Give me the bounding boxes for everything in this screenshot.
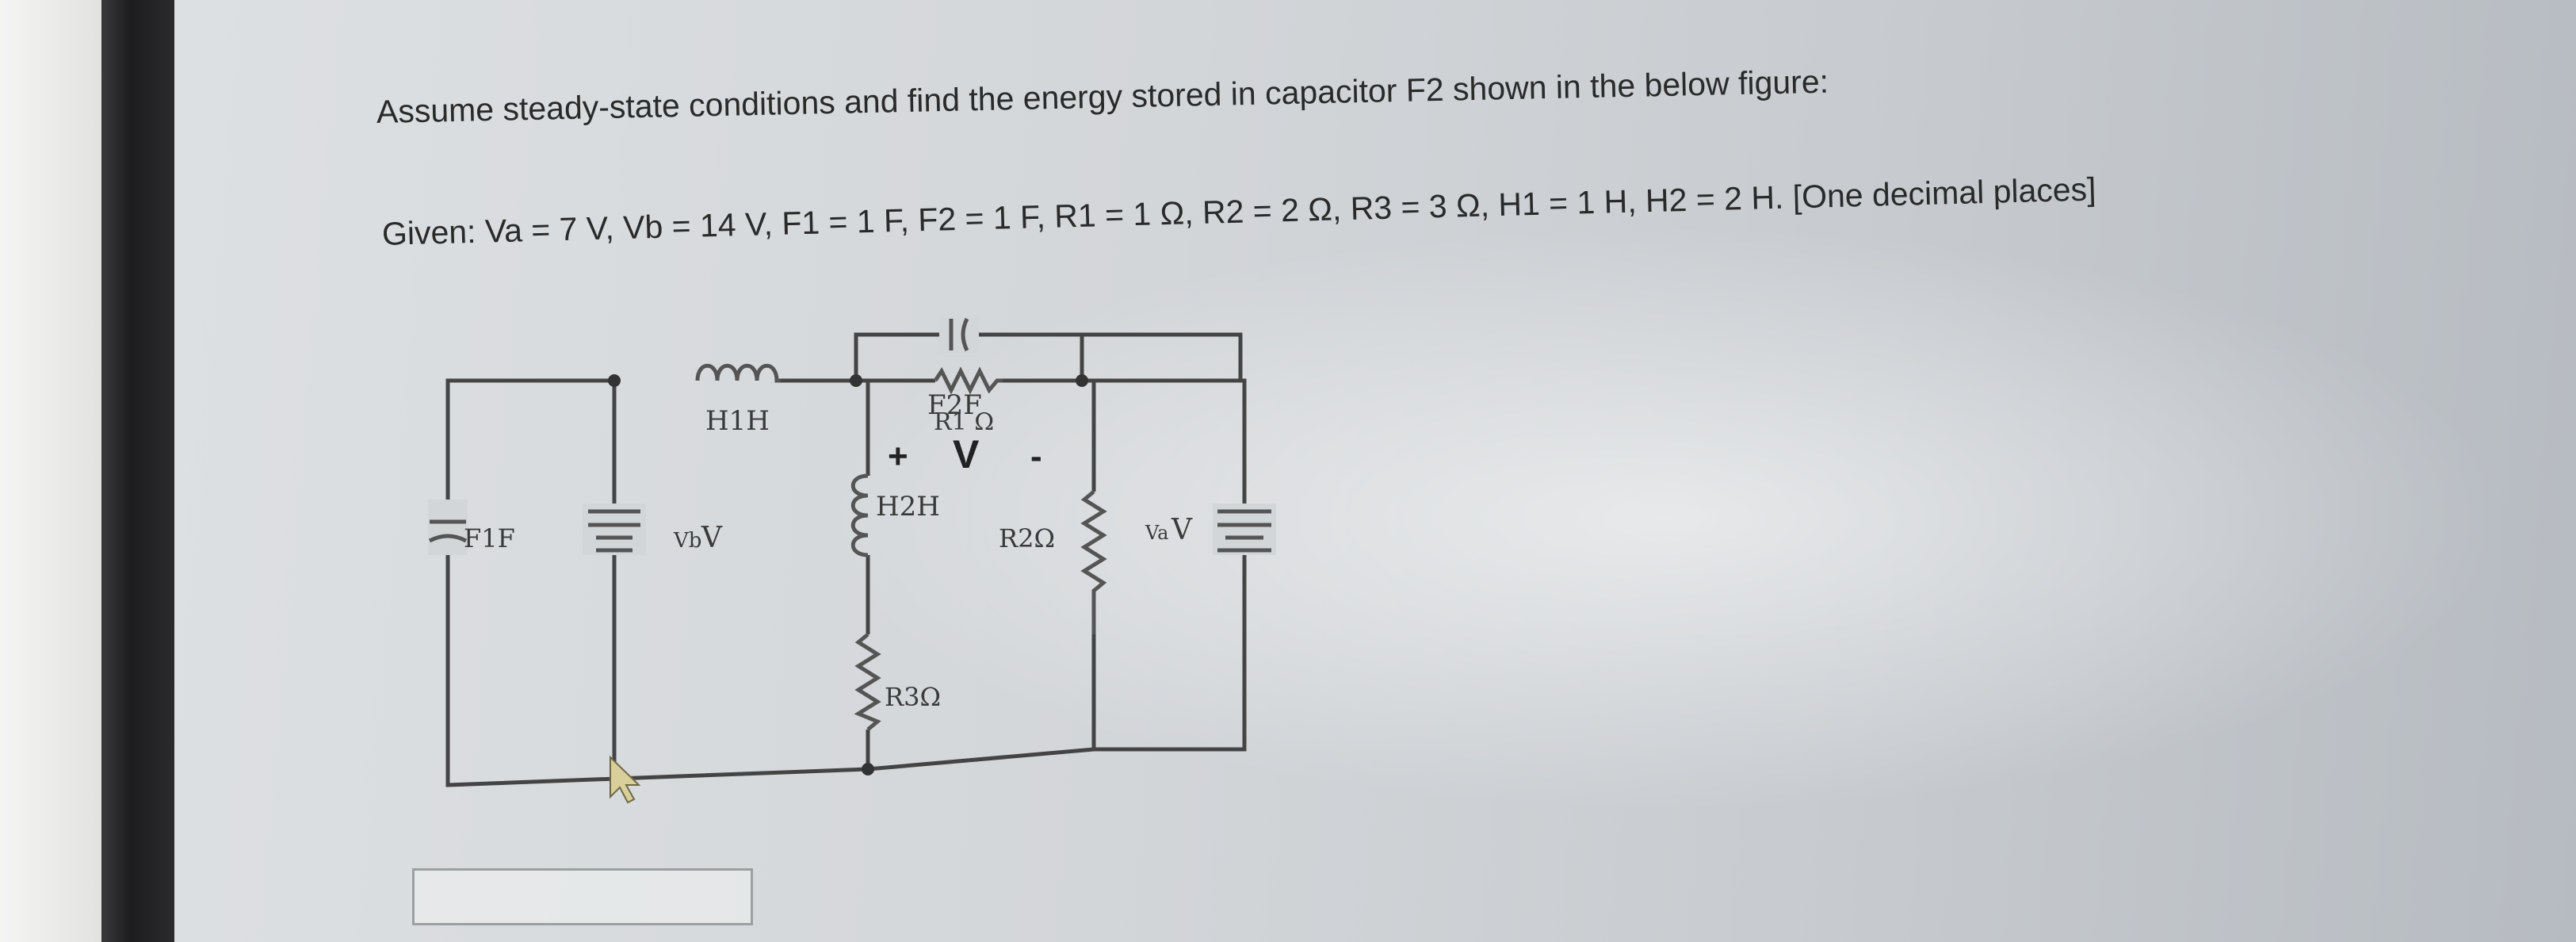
resistor-r1 <box>933 366 1003 395</box>
circuit-wires <box>445 332 1247 787</box>
resistor-r2 <box>1080 490 1107 634</box>
vb-label-unit: V <box>701 522 723 554</box>
answer-input[interactable] <box>412 868 753 925</box>
capacitor-f1 <box>428 500 468 555</box>
battery-va <box>1213 504 1276 555</box>
r3-label: R3Ω <box>885 682 941 712</box>
junction-dots <box>608 374 1088 775</box>
f1-label: F1F <box>464 523 515 553</box>
vb-label-sub: Vb <box>673 529 701 553</box>
r2-label: R2Ω <box>999 523 1055 553</box>
h1-label: H1H <box>705 405 770 437</box>
plus-sign: + <box>888 437 908 476</box>
mouse-cursor-icon <box>610 755 641 804</box>
f2-label: F2F <box>927 389 982 421</box>
circuit-diagram: F2F + V - R1 Ω H1H H2H R3Ω R2Ω F1F Vb V <box>428 317 1276 804</box>
minus-sign: - <box>1030 437 1042 476</box>
monitor-bezel <box>101 0 174 942</box>
screen-area <box>174 0 2576 942</box>
capacitor-f2 <box>939 317 979 353</box>
v-label: V <box>953 432 980 477</box>
battery-vb <box>583 504 646 555</box>
resistor-r3 <box>854 633 881 731</box>
va-label-sub: Va <box>1145 522 1168 544</box>
va-label-unit: V <box>1171 514 1193 546</box>
r1-label: R1 Ω <box>934 408 994 436</box>
inductor-h1 <box>695 363 781 383</box>
h2-label: H2H <box>876 491 940 523</box>
inductor-h2 <box>850 473 869 557</box>
